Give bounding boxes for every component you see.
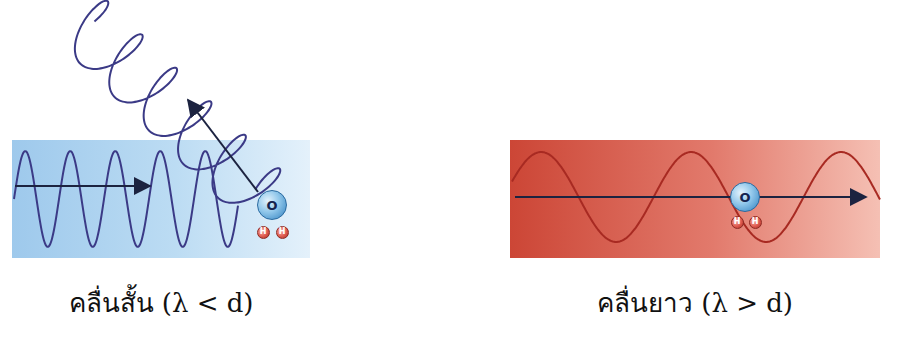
hydrogen-symbol: H (260, 228, 267, 236)
hydrogen-symbol: H (752, 218, 759, 226)
hydrogen-symbol: H (734, 218, 741, 226)
hydrogen-symbol: H (279, 228, 286, 236)
scattered-wave (75, 1, 280, 203)
incident-short-wave (14, 151, 238, 247)
hydrogen-atom: H (731, 216, 744, 229)
propagation-arrow (15, 185, 150, 187)
panel-caption: คลื่นยาว (λ > d) (510, 282, 880, 323)
incident-long-wave (512, 152, 880, 242)
oxygen-symbol: O (266, 199, 277, 212)
propagation-arrow (515, 196, 866, 198)
oxygen-symbol: O (739, 191, 750, 204)
wave-panel: OHHคลื่นสั้น (λ < d) (12, 140, 310, 258)
hydrogen-atom: H (257, 226, 270, 239)
hydrogen-atom: H (276, 226, 289, 239)
oxygen-atom: O (257, 190, 287, 220)
scatter-arrow (188, 100, 258, 192)
wave-panel: OHHคลื่นยาว (λ > d) (510, 140, 880, 258)
oxygen-atom: O (730, 182, 760, 212)
hydrogen-atom: H (749, 216, 762, 229)
panel-caption: คลื่นสั้น (λ < d) (12, 282, 310, 323)
